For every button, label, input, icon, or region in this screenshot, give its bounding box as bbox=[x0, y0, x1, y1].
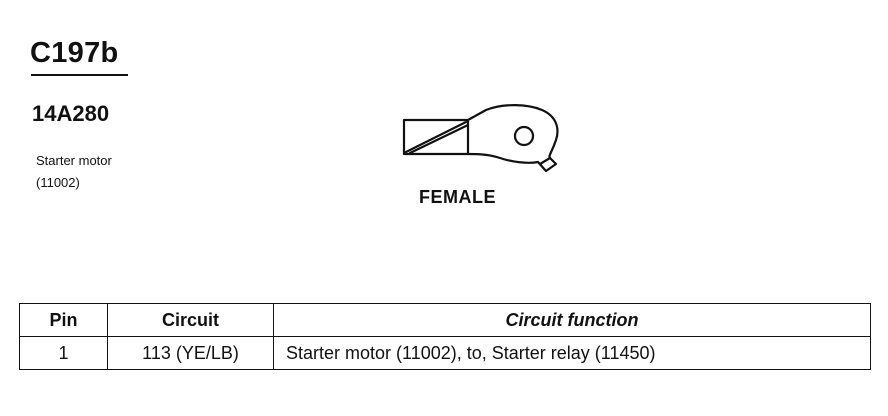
cell-circuit: 113 (YE/LB) bbox=[107, 336, 274, 370]
header-circuit: Circuit bbox=[107, 303, 274, 337]
header-circuit-function: Circuit function bbox=[273, 303, 871, 337]
component-code: (11002) bbox=[36, 175, 80, 190]
ring-terminal-icon bbox=[402, 104, 559, 173]
part-number: 14A280 bbox=[32, 101, 110, 126]
component-name: Starter motor bbox=[36, 153, 112, 168]
header-pin: Pin bbox=[19, 303, 108, 337]
table-header-row: Pin Circuit Circuit function bbox=[19, 303, 871, 337]
connector-id: C197b bbox=[30, 37, 119, 69]
connector-id-underline bbox=[31, 74, 128, 76]
cell-pin: 1 bbox=[19, 336, 108, 370]
table-row: 1 113 (YE/LB) Starter motor (11002), to,… bbox=[19, 336, 871, 370]
pin-table: Pin Circuit Circuit function 1 113 (YE/L… bbox=[19, 303, 871, 370]
gender-label: FEMALE bbox=[419, 187, 496, 207]
cell-circuit-function: Starter motor (11002), to, Starter relay… bbox=[273, 336, 871, 370]
